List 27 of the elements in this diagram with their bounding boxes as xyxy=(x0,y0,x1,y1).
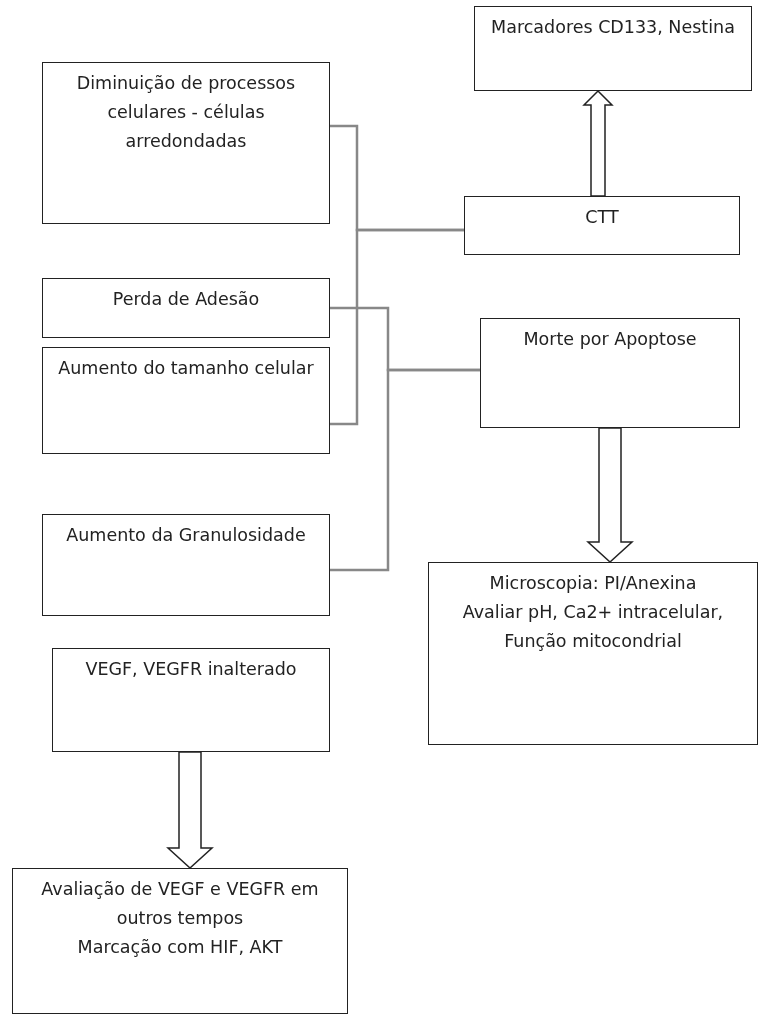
connector-line xyxy=(330,228,464,426)
box-text: Perda de Adesão xyxy=(112,288,260,311)
box-text: Aumento do tamanho celular xyxy=(58,357,314,380)
process-box xyxy=(42,347,330,454)
hollow-arrow xyxy=(586,427,634,563)
process-box xyxy=(42,278,330,338)
process-box xyxy=(464,196,740,255)
box-text: Morte por Apoptose xyxy=(523,328,697,351)
process-box xyxy=(52,648,330,752)
process-box xyxy=(480,318,740,428)
box-text: Marcação com HIF, AKT xyxy=(77,936,283,959)
box-text: Aumento da Granulosidade xyxy=(66,524,306,547)
connector-line xyxy=(330,368,480,572)
process-box xyxy=(42,62,330,224)
hollow-arrow xyxy=(166,751,214,869)
box-text: Marcadores CD133, Nestina xyxy=(491,16,735,39)
box-text: Diminuição de processos celulares - células arredondadas xyxy=(75,72,297,153)
process-box xyxy=(42,514,330,616)
process-box xyxy=(428,562,758,745)
process-box xyxy=(12,868,348,1014)
hollow-arrow xyxy=(582,89,614,197)
box-text: CTT xyxy=(585,206,619,229)
box-text: VEGF, VEGFR inalterado xyxy=(85,658,297,681)
box-text: Avaliação de VEGF e VEGFR em outros tempos xyxy=(40,878,320,930)
process-box xyxy=(474,6,752,91)
box-text: Avaliar pH, Ca2+ intracelular, Função mitocondrial xyxy=(461,601,725,653)
box-text: Microscopia: PI/Anexina xyxy=(489,572,697,595)
